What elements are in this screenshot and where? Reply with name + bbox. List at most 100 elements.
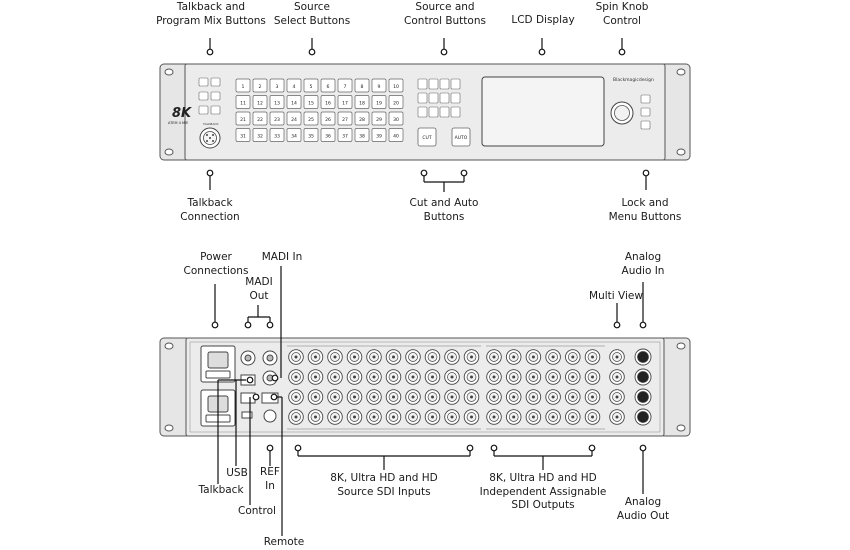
control-button[interactable] [417, 92, 428, 104]
source-button[interactable] [371, 78, 387, 93]
source-button[interactable] [303, 128, 319, 142]
source-button[interactable] [337, 78, 353, 93]
sdi-input-connector[interactable] [307, 369, 324, 385]
sdi-input-connector[interactable] [346, 389, 363, 405]
control-button[interactable] [439, 78, 450, 90]
sdi-input-connector[interactable] [346, 409, 363, 425]
sdi-input-connector[interactable] [307, 349, 324, 365]
source-button[interactable] [286, 95, 302, 109]
sdi-output-connector[interactable] [486, 369, 502, 385]
sdi-input-connector[interactable] [463, 369, 480, 385]
control-button[interactable] [417, 106, 428, 118]
sdi-input-connector[interactable] [385, 409, 402, 425]
source-button[interactable] [337, 128, 353, 142]
sdi-output-connector[interactable] [565, 409, 581, 425]
control-button[interactable] [417, 78, 428, 90]
sdi-output-connector[interactable] [525, 389, 542, 405]
multi-view-connectors[interactable] [609, 349, 625, 425]
sdi-input-connector[interactable] [288, 389, 304, 405]
sdi-input-connector[interactable] [424, 349, 441, 365]
source-control-buttons[interactable] [417, 78, 461, 118]
sdi-input-connector[interactable] [288, 349, 304, 365]
sdi-input-connector[interactable] [424, 409, 441, 425]
multi-view-connector[interactable] [609, 409, 625, 425]
sdi-output-connector[interactable] [505, 409, 522, 425]
source-button[interactable] [269, 95, 285, 109]
sdi-connectors[interactable] [287, 345, 605, 430]
sdi-output-connector[interactable] [545, 349, 561, 365]
sdi-output-connector[interactable] [486, 389, 502, 405]
control-button[interactable] [450, 106, 461, 118]
sdi-input-connector[interactable] [444, 389, 460, 405]
sdi-input-connector[interactable] [405, 409, 421, 425]
sdi-input-connector[interactable] [288, 409, 304, 425]
source-button[interactable] [235, 128, 251, 142]
sdi-output-connector[interactable] [545, 409, 561, 425]
xlr-connector[interactable] [634, 388, 652, 406]
usb-port[interactable] [241, 411, 253, 419]
sdi-input-connector[interactable] [288, 369, 304, 385]
sdi-input-connector[interactable] [424, 389, 441, 405]
ref-in-connector[interactable] [263, 409, 277, 423]
source-button[interactable] [320, 78, 336, 93]
sdi-input-connector[interactable] [385, 369, 402, 385]
source-button[interactable] [303, 95, 319, 109]
source-button[interactable] [320, 95, 336, 109]
sdi-input-connector[interactable] [366, 369, 382, 385]
source-button[interactable] [371, 111, 387, 126]
control-button[interactable] [439, 92, 450, 104]
source-button[interactable] [320, 128, 336, 142]
source-button[interactable] [388, 111, 404, 126]
sdi-input-connector[interactable] [463, 409, 480, 425]
source-button[interactable] [286, 128, 302, 142]
auto-button[interactable] [451, 127, 471, 147]
source-button[interactable] [388, 78, 404, 93]
source-button[interactable] [337, 95, 353, 109]
lock-menu-buttons[interactable] [640, 94, 651, 130]
source-button[interactable] [354, 95, 370, 109]
sdi-output-connector[interactable] [584, 349, 601, 365]
sdi-input-connector[interactable] [444, 349, 460, 365]
sdi-output-connector[interactable] [525, 369, 542, 385]
sdi-input-connector[interactable] [444, 369, 460, 385]
sdi-output-connector[interactable] [505, 369, 522, 385]
sdi-input-connector[interactable] [366, 389, 382, 405]
control-button[interactable] [428, 92, 439, 104]
source-button[interactable] [269, 111, 285, 126]
source-button[interactable] [252, 128, 268, 142]
sdi-input-connector[interactable] [346, 349, 363, 365]
source-button[interactable] [252, 95, 268, 109]
control-button[interactable] [428, 78, 439, 90]
sdi-input-connector[interactable] [405, 349, 421, 365]
xlr-connector[interactable] [634, 348, 652, 366]
sdi-output-connector[interactable] [486, 409, 502, 425]
sdi-input-connector[interactable] [307, 389, 324, 405]
control-button[interactable] [428, 106, 439, 118]
talkback-connector[interactable] [199, 127, 221, 149]
sdi-input-connector[interactable] [463, 389, 480, 405]
sdi-output-connector[interactable] [486, 349, 502, 365]
source-button[interactable] [235, 95, 251, 109]
madi-connectors[interactable] [240, 350, 278, 386]
sdi-output-connector[interactable] [505, 389, 522, 405]
source-button[interactable] [286, 78, 302, 93]
xlr-connector[interactable] [634, 408, 652, 426]
sdi-output-connector[interactable] [565, 349, 581, 365]
sdi-output-connector[interactable] [584, 409, 601, 425]
source-button[interactable] [388, 128, 404, 142]
source-button[interactable] [303, 111, 319, 126]
source-button[interactable] [235, 78, 251, 93]
source-button[interactable] [269, 128, 285, 142]
control-button[interactable] [450, 92, 461, 104]
sdi-input-connector[interactable] [405, 389, 421, 405]
sdi-input-connector[interactable] [385, 349, 402, 365]
sdi-output-connector[interactable] [545, 389, 561, 405]
sdi-input-connector[interactable] [327, 389, 343, 405]
control-button[interactable] [439, 106, 450, 118]
sdi-input-connector[interactable] [385, 389, 402, 405]
source-button[interactable] [286, 111, 302, 126]
sdi-output-connector[interactable] [584, 369, 601, 385]
remote-port[interactable] [261, 392, 279, 404]
source-button[interactable] [337, 111, 353, 126]
